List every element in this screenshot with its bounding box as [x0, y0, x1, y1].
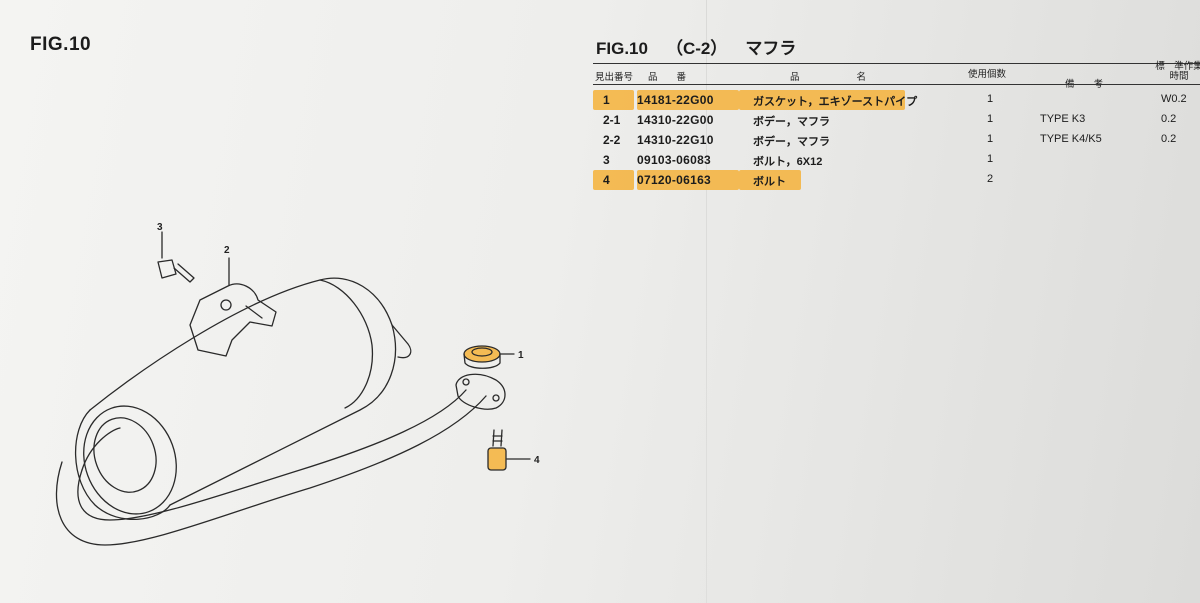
cell-std-time: W0.2 [1161, 93, 1187, 105]
table-top-rule [593, 63, 1200, 64]
col-header-remarks: 備 考 [1065, 76, 1103, 90]
row-highlight [739, 170, 801, 190]
row-highlight [637, 90, 739, 110]
cell-part-no: 14310-22G00 [637, 113, 714, 127]
cell-part-name: ボルト，6X12 [753, 156, 823, 168]
figure-number: FIG.10 [596, 39, 648, 58]
cell-qty: 2 [987, 173, 994, 185]
cell-std-time: 0.2 [1161, 113, 1177, 125]
muffler-bracket [189, 283, 277, 357]
callout-3: 3 [157, 222, 163, 233]
figure-header: FIG.10 （C-2） マフラ [596, 34, 814, 59]
figure-label-left: FIG.10 [30, 34, 92, 55]
exhaust-flange [455, 373, 506, 410]
table-row: 2-1 14310-22G00 ボデー，マフラ 1 TYPE K3 0.2 [593, 110, 1200, 130]
callout-1: 1 [518, 350, 524, 361]
cell-qty: 1 [987, 113, 994, 125]
cell-item-no: 2-1 [603, 113, 621, 127]
col-header-item-no: 見出番号 [595, 72, 634, 83]
table-row: 4 07120-06163 ボルト 2 [593, 170, 1200, 190]
table-row: 3 09103-06083 ボルト，6X12 1 [593, 150, 1200, 170]
cell-part-name: ボデー，マフラ [753, 116, 830, 128]
cell-remarks: TYPE K3 [1040, 113, 1086, 125]
cell-item-no: 1 [603, 93, 610, 107]
cell-qty: 1 [987, 153, 994, 165]
callout-2: 2 [224, 245, 230, 256]
cell-part-no: 14310-22G10 [637, 133, 714, 147]
row-highlight [637, 170, 739, 190]
cell-remarks: TYPE K4/K5 [1040, 133, 1102, 145]
bolt-07120 [487, 447, 507, 471]
cell-qty: 1 [987, 93, 994, 105]
bolt-6x12 [157, 259, 177, 279]
col-header-qty: 使用個数 [968, 69, 1007, 80]
table-header-rule [593, 84, 1200, 85]
cell-std-time: 0.2 [1161, 133, 1177, 145]
row-highlight [593, 170, 634, 190]
cell-part-name: ボデー，マフラ [753, 136, 830, 148]
cell-part-no: 14181-22G00 [637, 93, 714, 107]
cell-item-no: 3 [603, 153, 610, 167]
cell-item-no: 4 [603, 173, 610, 187]
row-highlight [593, 90, 634, 110]
callout-4: 4 [534, 455, 540, 466]
muffler-exploded-diagram: 3 2 1 4 [55, 222, 540, 546]
exhaust-pipe [77, 389, 467, 521]
cell-part-name: ボルト [753, 176, 786, 188]
row-highlight [739, 90, 905, 110]
muffler-body [89, 277, 397, 506]
figure-title: マフラ [745, 39, 797, 58]
table-row: 2-2 14310-22G10 ボデー，マフラ 1 TYPE K4/K5 0.2 [593, 130, 1200, 150]
cell-item-no: 2-2 [603, 133, 621, 147]
figure-code: （C-2） [665, 39, 728, 58]
cell-qty: 1 [987, 133, 994, 145]
col-header-part-name: 品 名 [790, 72, 867, 83]
col-header-part-no: 品 番 [648, 72, 687, 83]
cell-part-no: 07120-06163 [637, 173, 712, 187]
cell-part-name: ガスケット，エキゾーストパイプ [753, 96, 918, 108]
page-fold [706, 0, 707, 603]
cell-part-no: 09103-06083 [637, 153, 712, 167]
table-row: 1 14181-22G00 ガスケット，エキゾーストパイプ 1 W0.2 [593, 90, 1200, 110]
col-header-std-time: 標 準作業時間 [1155, 61, 1200, 82]
